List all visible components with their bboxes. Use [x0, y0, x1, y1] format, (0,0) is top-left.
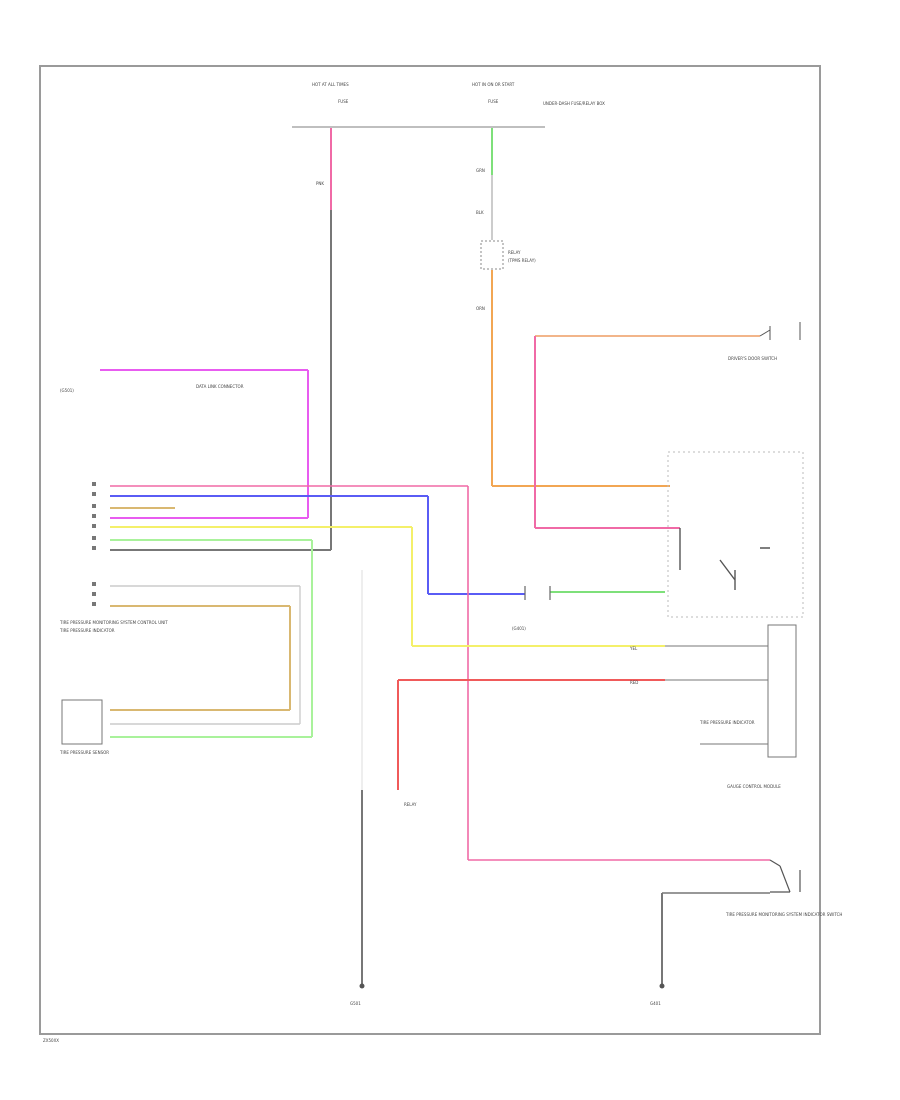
relay-ref-label: (TPMS RELAY) — [508, 258, 536, 263]
indicator-label: TIRE PRESSURE INDICATOR — [699, 720, 755, 725]
sensor-box-label: TIRE PRESSURE SENSOR — [59, 750, 109, 755]
top-left-node-label: HOT AT ALL TIMES — [312, 82, 349, 87]
top-left-fuse-label: FUSE — [338, 99, 349, 104]
door-switch-label: DRIVER'S DOOR SWITCH — [728, 356, 777, 361]
relay-label: RELAY — [508, 250, 521, 255]
diagram-frame — [39, 65, 821, 1035]
gauge-control-box — [767, 624, 797, 758]
top-right-fuse-label: FUSE — [488, 99, 499, 104]
relay-switch-contacts — [679, 528, 770, 590]
relay-lower-label: RELAY — [404, 802, 417, 807]
gauge-control-label: GAUGE CONTROL MODULE — [727, 784, 781, 789]
control-unit-left-label-2: TIRE PRESSURE INDICATOR — [59, 628, 115, 633]
mid-ref-label: (G401) — [512, 626, 526, 631]
mid-relay-symbol — [524, 586, 551, 600]
wire-label-orn: ORN — [476, 306, 485, 311]
wire-label-pnk: PNK — [316, 181, 324, 186]
wire-label-blk-top: BLK — [476, 210, 484, 215]
relay-box — [480, 240, 504, 270]
sensor-box — [61, 699, 103, 745]
footer-code: ZX50XX — [43, 1038, 59, 1043]
wire-label-red: RED — [630, 680, 638, 685]
top-right-box-label: UNDER-DASH FUSE/RELAY BOX — [543, 101, 605, 106]
wire-label-grn: GRN — [476, 168, 485, 173]
left-top-ref-label: (G501) — [60, 388, 74, 393]
ground-point-right — [659, 983, 665, 989]
door-switch-symbol — [759, 322, 801, 340]
wire-label-yel: YEL — [629, 646, 638, 651]
ground-point-center — [359, 983, 365, 989]
top-right-node-label: HOT IN ON OR START — [472, 82, 515, 87]
bottom-right-switch-label: TIRE PRESSURE MONITORING SYSTEM INDICATO… — [725, 912, 842, 917]
left-connector-pins — [92, 482, 96, 606]
control-unit-left-label: TIRE PRESSURE MONITORING SYSTEM CONTROL … — [59, 620, 168, 625]
left-connector-label: DATA LINK CONNECTOR — [196, 384, 244, 389]
ground-left-label: G501 — [350, 1001, 361, 1006]
relay-switch-box — [667, 451, 804, 618]
ground-right-label: G401 — [650, 1001, 661, 1006]
bottom-right-switch-symbol — [769, 859, 801, 893]
